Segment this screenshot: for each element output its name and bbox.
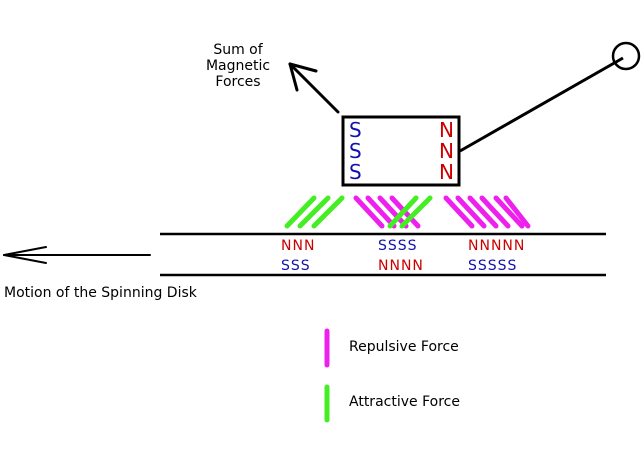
- disk-bottom-row-group-3: SSSSS: [468, 258, 517, 274]
- motion-label: Motion of the Spinning Disk: [4, 285, 198, 301]
- motion-arrow: [3, 246, 151, 264]
- attractive-force-lines-middle: [387, 195, 433, 229]
- repulsive-force-lines-right: [443, 195, 531, 229]
- magnet-south-pole-1: S: [349, 118, 362, 142]
- legend-attractive-label: Attractive Force: [349, 394, 460, 410]
- disk-bottom-row-group-2: NNNN: [378, 258, 424, 274]
- pivot-arm: [459, 41, 641, 153]
- sum-forces-arrow: [288, 62, 340, 114]
- disk-top-row-group-2: SSSS: [378, 238, 418, 254]
- sum-forces-label-line2: Magnetic: [206, 58, 270, 74]
- disk-top-row-group-3: NNNNN: [468, 238, 525, 254]
- attractive-force-lines-left: [284, 195, 345, 229]
- magnet-south-pole-2: S: [349, 139, 362, 163]
- sum-forces-label-line3: Forces: [215, 74, 260, 90]
- disk-bottom-row-group-1: SSS: [281, 258, 311, 274]
- magnet: [341, 115, 461, 187]
- sum-forces-label-line1: Sum of: [213, 42, 263, 58]
- magnet-north-pole-2: N: [439, 139, 454, 163]
- magnet-north-pole-3: N: [439, 160, 454, 184]
- magnet-north-pole-1: N: [439, 118, 454, 142]
- legend-repulsive-label: Repulsive Force: [349, 339, 459, 355]
- pivot-circle: [611, 41, 641, 71]
- disk-top-row-group-1: NNN: [281, 238, 315, 254]
- magnet-south-pole-3: S: [349, 160, 362, 184]
